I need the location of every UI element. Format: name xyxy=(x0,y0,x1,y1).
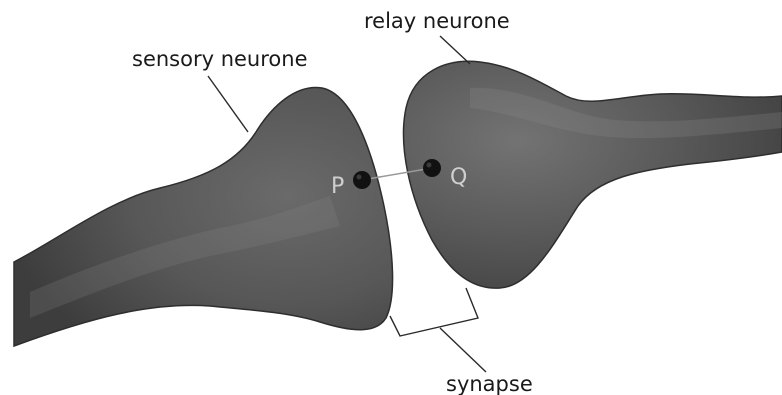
point-p-label: P xyxy=(331,174,344,199)
relay-neurone-leader-line xyxy=(440,36,470,64)
point-q-dot xyxy=(423,159,441,177)
sensory-neurone-leader-line xyxy=(208,76,248,132)
point-q-label: Q xyxy=(450,165,467,190)
point-p-dot xyxy=(353,171,371,189)
synapse-label: synapse xyxy=(446,372,533,395)
relay-neurone-label: relay neurone xyxy=(364,9,510,33)
sensory-neurone xyxy=(14,88,393,346)
synapse-bracket xyxy=(390,288,478,336)
sensory-neurone-label: sensory neurone xyxy=(132,47,308,71)
synapse-leader-line xyxy=(440,328,486,372)
